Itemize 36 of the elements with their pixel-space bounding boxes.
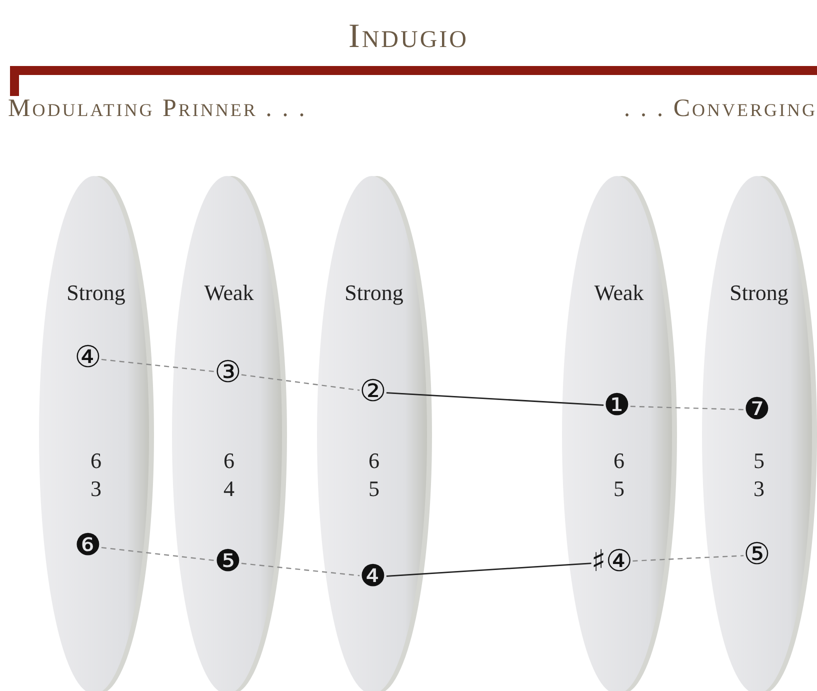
scale-degree: ②	[360, 375, 386, 409]
scale-degree: ❻	[74, 529, 102, 563]
beat-label: Strong	[730, 280, 788, 306]
figured-bass: 6 5	[612, 447, 626, 503]
beat-label: Strong	[344, 280, 404, 306]
connector-line	[386, 392, 604, 406]
figured-bass: 5 3	[752, 447, 766, 503]
column-ellipse	[560, 175, 678, 691]
beat-label: Weak	[204, 280, 254, 306]
column-ellipse	[315, 175, 433, 691]
section-label: Modulating Prinner . . .	[8, 95, 307, 123]
connector-line	[101, 546, 215, 562]
connector-line	[632, 555, 744, 562]
connector-line	[386, 562, 592, 577]
scale-degree: ③	[214, 356, 242, 390]
beat-label: Strong	[66, 280, 126, 306]
column-ellipse	[700, 175, 817, 691]
column-ellipse	[37, 175, 155, 691]
connector-line	[241, 374, 360, 391]
title: Indugio	[348, 18, 470, 56]
figured-bass: 6 3	[89, 447, 102, 503]
scale-degree: ⑤	[744, 538, 770, 572]
connector-line	[101, 358, 215, 372]
scale-degree: ❺	[214, 545, 242, 579]
figured-bass: 6 4	[222, 447, 236, 503]
column-ellipse	[170, 175, 288, 691]
connector-line	[630, 406, 744, 410]
scale-degree: ❹	[360, 560, 386, 594]
figured-bass: 6 5	[367, 447, 380, 503]
scale-degree: ❶	[604, 389, 630, 423]
scale-degree: ❼	[744, 393, 770, 427]
beat-label: Weak	[594, 280, 644, 306]
scale-degree: ④	[74, 341, 102, 375]
connector-line	[241, 562, 360, 576]
scale-degree: ♯④	[591, 545, 633, 579]
section-label: . . . Converging	[624, 95, 817, 123]
